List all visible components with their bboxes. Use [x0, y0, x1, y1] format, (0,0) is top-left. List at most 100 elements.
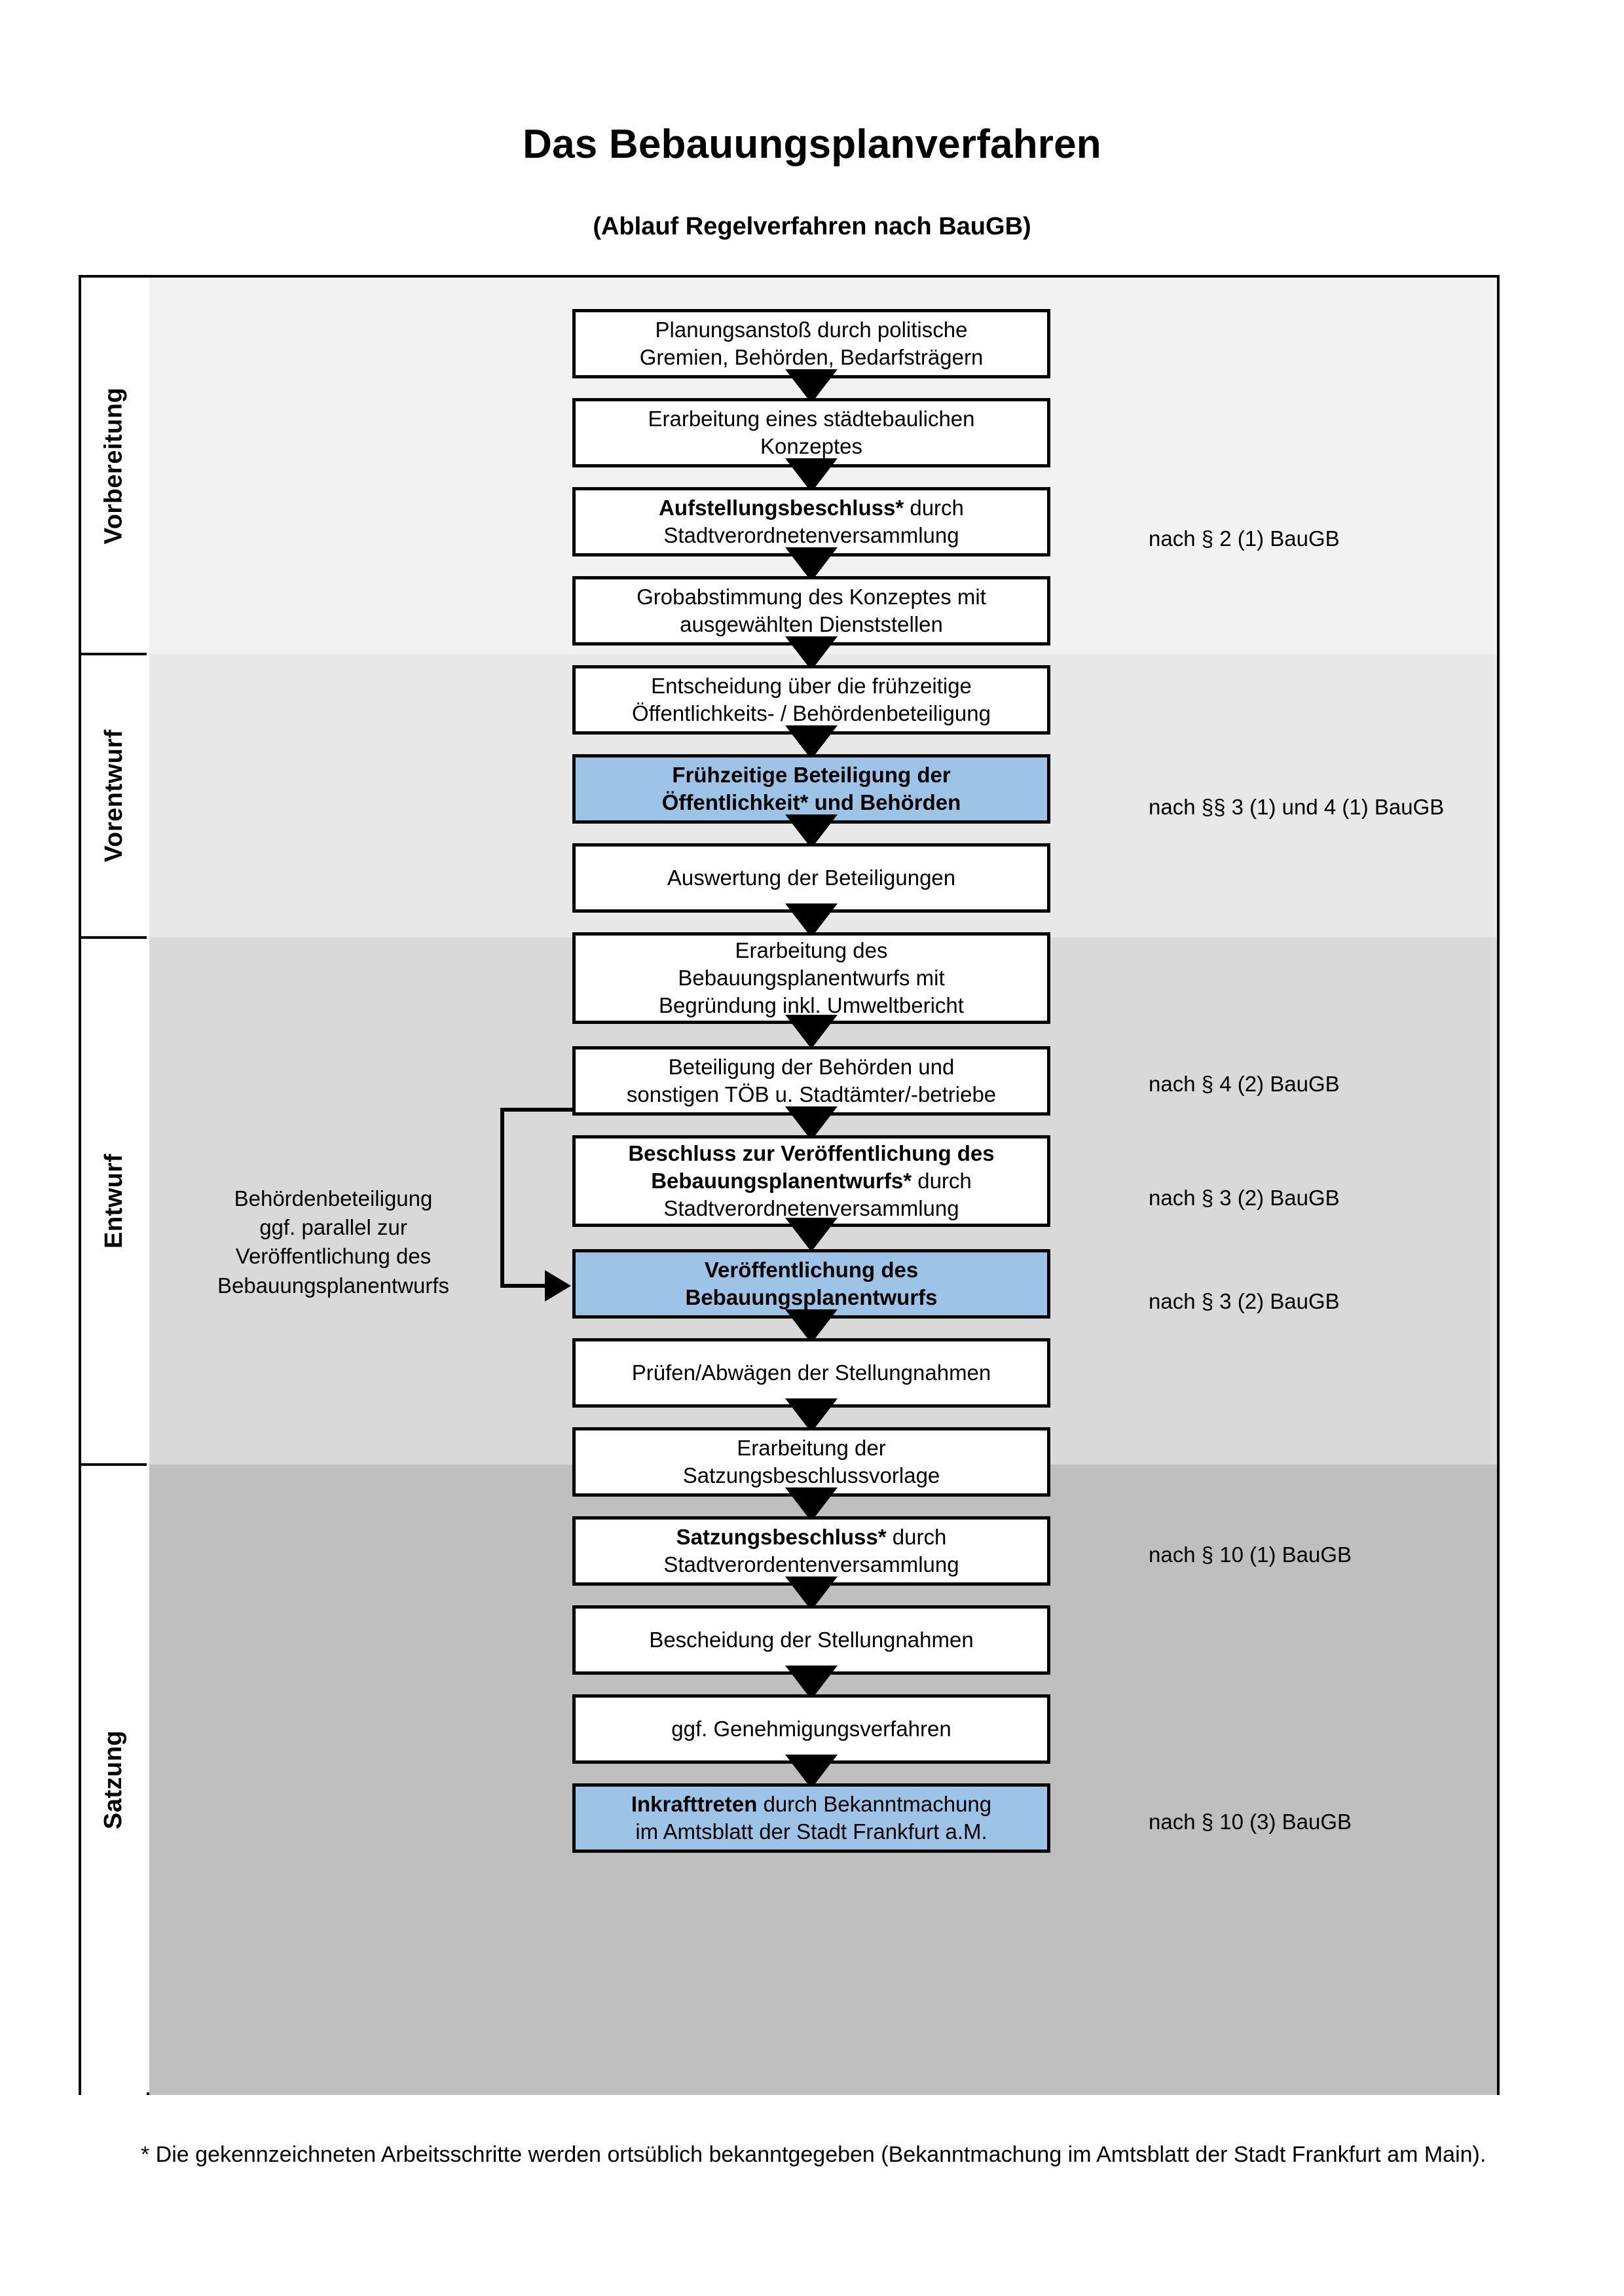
loop-connector-arrowhead [545, 1270, 571, 1302]
step-line: Satzungsbeschluss* durch [676, 1524, 947, 1549]
step-line: ausgewählten Dienststellen [680, 612, 943, 636]
flow-arrow-down [785, 1576, 838, 1611]
phase-label-entwurf: Entwurf [81, 938, 147, 1465]
step-line: Aufstellungsbeschluss* durch [659, 495, 964, 520]
legal-reference: nach § 4 (2) BauGB [1149, 1072, 1340, 1096]
step-line: Konzeptes [760, 434, 862, 458]
flow-arrow-down [785, 814, 838, 848]
phase-label-text: Entwurf [100, 1154, 128, 1248]
flow-step-s15: Bescheidung der Stellungnahmen [572, 1605, 1050, 1675]
phase-label-vorentwurf: Vorentwurf [81, 654, 147, 938]
step-line: Öffentlichkeits- / Behördenbeteiligung [632, 701, 991, 725]
flow-step-s4: Grobabstimmung des Konzeptes mit ausgewäh… [572, 576, 1050, 646]
flow-step-text: Bescheidung der Stellungnahmen [649, 1626, 973, 1654]
flow-arrow-down [785, 1398, 838, 1432]
side-note-line: ggf. parallel zur [259, 1215, 407, 1240]
step-line: Stadtverordentenversammlung [663, 1552, 959, 1576]
flow-arrow-down [785, 1309, 838, 1343]
flow-arrow-down [785, 903, 838, 938]
side-note-line: Behördenbeteiligung [234, 1186, 433, 1211]
flow-arrow-down [785, 1218, 838, 1252]
page-title: Das Bebauungsplanverfahren [523, 122, 1101, 167]
legal-reference: nach § 3 (2) BauGB [1149, 1289, 1340, 1313]
flow-step-s17: Inkrafttreten durch Bekanntmachung im Amt… [572, 1783, 1050, 1853]
step-line: im Amtsblatt der Stadt Frankfurt a.M. [635, 1819, 987, 1844]
step-line: Prüfen/Abwägen der Stellungnahmen [631, 1360, 991, 1385]
footnote: * Die gekennzeichneten Arbeitsschritte w… [141, 2142, 1486, 2167]
step-line: Beschluss zur Veröffentlichung des [628, 1140, 995, 1165]
step-line: Auswertung der Beteiligungen [667, 865, 956, 890]
legal-reference: nach §§ 3 (1) und 4 (1) BauGB [1149, 795, 1445, 819]
step-line: Begründung inkl. Umweltbericht [659, 993, 964, 1018]
flow-arrow-down [785, 1106, 838, 1140]
step-line: Öffentlichkeit* und Behörden [661, 790, 961, 814]
side-note-line: Bebauungsplanentwurfs [217, 1273, 450, 1298]
legal-reference: nach § 10 (1) BauGB [1149, 1542, 1352, 1567]
step-line: Stadtverordnetenversammlung [663, 1196, 959, 1221]
step-line: Grobabstimmung des Konzeptes mit [637, 584, 986, 609]
step-line: Gremien, Behörden, Bedarfsträgern [639, 345, 984, 369]
side-note-line: Veröffentlichung des [235, 1244, 432, 1269]
flow-step-text: Inkrafttreten durch Bekanntmachung im Amt… [631, 1791, 991, 1846]
flow-step-text: ggf. Genehmigungsverfahren [671, 1715, 951, 1743]
step-line: Frühzeitige Beteiligung der [672, 762, 951, 787]
step-line: Stadtverordnetenversammlung [663, 523, 959, 547]
flow-arrow-down [785, 458, 838, 492]
phase-label-text: Vorbereitung [100, 387, 128, 545]
flow-arrow-down [785, 369, 838, 403]
phase-label-text: Vorentwurf [100, 729, 128, 862]
step-line: Entscheidung über die frühzeitige [651, 673, 972, 698]
legal-reference: nach § 10 (3) BauGB [1149, 1810, 1352, 1834]
loop-connector-top [500, 1108, 572, 1112]
flow-step-text: Auswertung der Beteiligungen [667, 864, 955, 892]
phase-separator [81, 653, 147, 655]
legal-reference: nach § 2 (1) BauGB [1149, 526, 1340, 551]
page-subtitle: (Ablauf Regelverfahren nach BauGB) [593, 213, 1031, 240]
step-line: Planungsanstoß durch politische [655, 317, 968, 342]
flow-step-s12: Prüfen/Abwägen der Stellungnahmen [572, 1338, 1050, 1408]
step-line: Erarbeitung eines städtebaulichen [648, 406, 975, 431]
phase-separator [81, 1463, 147, 1466]
flow-step-s7: Auswertung der Beteiligungen [572, 843, 1050, 913]
step-line: Beteiligung der Behörden und [668, 1054, 955, 1079]
step-line: Veröffentlichung des [704, 1257, 919, 1282]
loop-connector-bottom [500, 1284, 547, 1288]
flow-arrow-down [785, 636, 838, 670]
phase-label-satzung: Satzung [81, 1465, 147, 2095]
phase-label-vorbereitung: Vorbereitung [81, 278, 147, 654]
step-line: Satzungsbeschlussvorlage [682, 1463, 940, 1487]
flow-arrow-down [785, 547, 838, 581]
flow-arrow-down [785, 1666, 838, 1700]
step-line: Erarbeitung der [737, 1435, 886, 1460]
step-line: Bebauungsplanentwurfs [685, 1285, 938, 1309]
legal-reference: nach § 3 (2) BauGB [1149, 1186, 1340, 1210]
flow-arrow-down [785, 1487, 838, 1522]
step-line: Bescheidung der Stellungnahmen [649, 1627, 974, 1652]
phase-label-text: Satzung [100, 1730, 128, 1830]
step-line: Bebauungsplanentwurfs mit [678, 965, 945, 990]
flow-arrow-down [785, 1755, 838, 1789]
flow-step-s16: ggf. Genehmigungsverfahren [572, 1694, 1050, 1764]
step-line: Inkrafttreten durch Bekanntmachung [631, 1791, 992, 1816]
